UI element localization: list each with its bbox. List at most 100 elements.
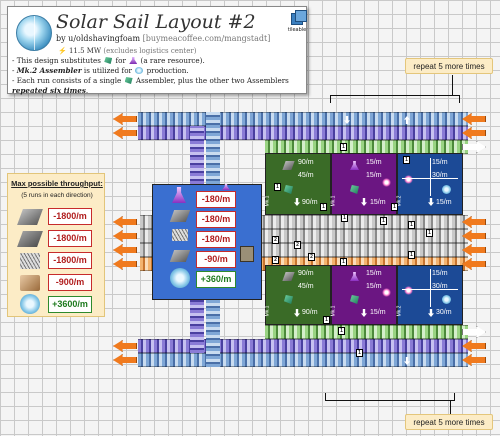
design-notes: - This design substitutes for (a rare re… xyxy=(12,56,304,96)
belt-bottom-3 xyxy=(138,353,468,367)
solar-sail-icon xyxy=(442,185,451,194)
flask-icon xyxy=(350,272,359,281)
output-arrow-left xyxy=(113,354,137,366)
rate-label: 90/m xyxy=(302,199,318,206)
note-line: - Mk.2 Assembler is utilized for product… xyxy=(12,66,189,75)
gem-icon xyxy=(350,185,359,194)
gem-icon xyxy=(104,57,113,64)
spark-icon xyxy=(404,286,413,295)
power-usage: ⚡ 11.5 MW (excludes logistics center) xyxy=(58,47,196,55)
rate-label: 90/m xyxy=(302,309,318,316)
gem-icon xyxy=(284,295,293,304)
rate-label: 30/m xyxy=(432,172,448,179)
repeat-callout-bottom: repeat 5 more times xyxy=(405,414,493,430)
flow-line xyxy=(402,178,458,179)
sorter-marker: 1 xyxy=(426,229,433,237)
rate-label: 30/m xyxy=(432,283,448,290)
sorter-marker: 1 xyxy=(320,203,327,211)
header-card: Solar Sail Layout #2 by u/oldshavingfoam… xyxy=(7,6,308,96)
author-name: by u/oldshavingfoam xyxy=(56,34,141,43)
sorter-marker: 2 xyxy=(272,236,279,244)
mk-label: Mk.1 xyxy=(264,305,271,317)
rate-label: 15/m xyxy=(366,270,382,277)
graphene-icon xyxy=(20,253,40,269)
spark-icon xyxy=(382,178,391,187)
smelter-rate: -180/m xyxy=(196,231,236,248)
smelter-rate: -90/m xyxy=(196,251,236,268)
solar-sail-logo-icon xyxy=(16,15,52,51)
rate-label: 45/m xyxy=(298,172,314,179)
rate-label: 15/m xyxy=(436,199,452,206)
gem-icon xyxy=(284,185,293,194)
throughput-value: -1800/m xyxy=(48,208,92,225)
flow-line xyxy=(430,158,431,196)
down-arrow-icon xyxy=(361,198,367,206)
plate-icon xyxy=(169,210,191,224)
rate-label: 15/m xyxy=(366,159,382,166)
tileable-icon xyxy=(291,10,307,25)
sorter-marker: 1 xyxy=(340,143,347,151)
belt-top-1 xyxy=(138,112,468,126)
spark-icon xyxy=(382,288,391,297)
graphene-icon xyxy=(172,229,188,243)
mk-label: Mk.1 xyxy=(264,195,271,207)
output-arrow-left xyxy=(113,340,137,352)
down-arrow-icon xyxy=(428,309,434,317)
sorter-marker: 1 xyxy=(408,251,415,259)
sorter-marker: 1 xyxy=(380,217,387,225)
belt-top-2 xyxy=(138,126,468,140)
rate-label: 15/m xyxy=(370,199,386,206)
plate-icon xyxy=(17,231,43,247)
belt-bottom-2 xyxy=(138,339,468,353)
flask-icon xyxy=(172,187,188,205)
throughput-title: Max possible throughput: xyxy=(11,179,103,188)
down-arrow-icon xyxy=(361,309,367,317)
flow-line xyxy=(430,269,431,307)
sorter-marker: 1 xyxy=(341,214,348,222)
repeat-bracket-bottom xyxy=(325,393,455,401)
rate-label: 90/m xyxy=(298,270,314,277)
gem-icon xyxy=(124,77,133,84)
gem-icon xyxy=(350,295,359,304)
repeat-bracket-top xyxy=(330,95,460,103)
vbelt-bottom-blue xyxy=(206,300,220,367)
solar-sail-icon xyxy=(442,295,451,304)
note-line: - Each run consists of a single Assemble… xyxy=(12,76,289,95)
vbelt-top-purple xyxy=(190,126,204,184)
sorter-marker: 1 xyxy=(391,203,398,211)
down-arrow-icon xyxy=(294,198,300,206)
flask-icon xyxy=(350,161,359,170)
rate-label: 15/m xyxy=(366,283,382,290)
mk-label: Mk.1 xyxy=(330,195,337,207)
output-arrow-left xyxy=(113,258,137,270)
author-byline: by u/oldshavingfoam [buymeacoffee.com/ma… xyxy=(56,34,270,43)
tileable-label: tileable xyxy=(287,27,307,33)
plate-icon xyxy=(17,209,43,225)
smelter-rate: +360/m xyxy=(196,271,236,288)
rate-label: 15/m xyxy=(366,172,382,179)
output-arrow-left xyxy=(113,216,137,228)
throughput-value: +3600/m xyxy=(48,296,92,313)
flask-icon xyxy=(129,57,138,64)
sorter-marker: 2 xyxy=(272,256,279,264)
tileable-badge: tileable xyxy=(286,10,308,33)
throughput-subtitle: (5 runs in each direction) xyxy=(21,192,93,199)
page-title: Solar Sail Layout #2 xyxy=(56,11,256,33)
vbelt-top-blue xyxy=(206,112,220,184)
brick-icon xyxy=(20,275,40,291)
author-url[interactable]: [buymeacoffee.com/mangstadt] xyxy=(142,34,271,43)
mk-label: Mk.1 xyxy=(330,305,337,317)
plate-icon xyxy=(169,250,191,264)
sorter-marker: 1 xyxy=(274,183,281,191)
sorter-marker: 1 xyxy=(340,258,347,266)
sorter-marker: 1 xyxy=(323,316,330,324)
spark-icon xyxy=(404,175,413,184)
down-arrow-icon xyxy=(428,198,434,206)
throughput-value: -1800/m xyxy=(48,230,92,247)
rate-label: 30/m xyxy=(436,309,452,316)
output-arrow-left xyxy=(113,244,137,256)
belt-top-3 xyxy=(265,140,468,154)
sorter-marker: 1 xyxy=(403,156,410,164)
output-arrow-left xyxy=(113,113,137,125)
solar-sail-icon xyxy=(135,67,144,74)
